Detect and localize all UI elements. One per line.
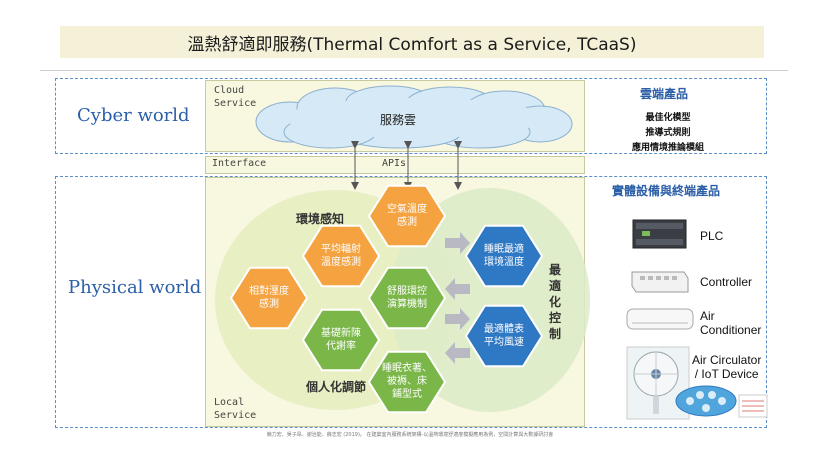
air-circulator-label-line2: / IoT Device [694, 367, 759, 381]
cloud-product-item: 推導式規則 [645, 128, 691, 138]
hexagon-node [367, 350, 447, 414]
hexagon-node [367, 184, 447, 248]
cloud-service-label: Cloud Service [214, 84, 256, 110]
optimal-control-label: 最適化控制 [549, 263, 562, 341]
cloud-product-item: 最佳化模型 [645, 113, 691, 123]
controller-icon [631, 271, 689, 293]
cloud-service-label-line2: Service [214, 98, 257, 109]
local-service-label-line2: Service [214, 410, 257, 421]
env-sensing-label: 環境感知 [296, 212, 345, 226]
cloud-service-label-line1: Cloud [214, 85, 245, 96]
cloud-product-item: 應用情境推論模組 [631, 143, 704, 153]
hexagon-label-line1: 舒服環控 [387, 286, 427, 297]
hexagon-label-line3: 鋪型式 [392, 389, 422, 400]
interface-label: Interface [212, 158, 267, 169]
air-circulator-label: Air Circulator / IoT Device [692, 353, 761, 381]
hexagon-label: 最適體表平均風速 [468, 323, 540, 349]
hexagon-node [464, 224, 544, 288]
flow-arrow [445, 278, 470, 300]
apis-label: APIs [382, 158, 407, 169]
air-conditioner-label-line1: Air [700, 309, 715, 323]
personalized-label: 個人化調節 [306, 380, 367, 394]
hexagon-node [464, 304, 544, 368]
hexagon-label-line1: 空氣溫度 [387, 204, 427, 215]
divider [40, 70, 788, 71]
hexagon-label: 舒服環控演算機制 [371, 285, 443, 311]
hexagon-label-line1: 最適體表 [484, 324, 524, 335]
hexagon-label-line1: 睡眠最適 [484, 244, 524, 255]
control-ellipse [390, 188, 590, 412]
hexagon-label: 相對溼度感測 [233, 285, 305, 311]
hexagon-node [301, 224, 381, 288]
hexagon-label-line1: 相對溼度 [249, 286, 289, 297]
local-service-label-line1: Local [214, 397, 245, 408]
page-title: 溫熱舒適即服務(Thermal Comfort as a Service, TC… [60, 26, 764, 58]
plc-label: PLC [700, 229, 724, 243]
air-conditioner-icon [626, 308, 694, 330]
hexagon-node [367, 266, 447, 330]
hexagon-label-line1: 平均輻射 [321, 244, 361, 255]
service-cloud-shape [255, 85, 573, 149]
controller-label: Controller [700, 275, 753, 289]
physical-world-label: Physical world [68, 277, 202, 298]
iot-device-icon [675, 385, 737, 417]
flow-arrow [445, 232, 470, 254]
hexagon-node [301, 308, 381, 372]
air-conditioner-label: Air Conditioner [700, 309, 761, 337]
hexagon-label-line2: 被褥、床 [387, 376, 427, 387]
cloud-products-title: 雲端產品 [640, 87, 689, 101]
hexagon-label: 睡眠最適環境溫度 [468, 243, 540, 269]
devices-title: 實體設備與終端產品 [612, 184, 721, 198]
hexagon-label-line2: 代謝率 [326, 341, 356, 352]
cyber-world-label: Cyber world [77, 105, 190, 126]
air-circulator-label-line1: Air Circulator [692, 353, 762, 367]
hexagon-label-line2: 感測 [397, 217, 417, 228]
interface-bar [205, 156, 585, 174]
hexagon-label: 空氣溫度感測 [371, 203, 443, 229]
hexagon-label-line1: 基礎新陳 [321, 328, 361, 339]
air-conditioner-label-line2: Conditioner [700, 323, 762, 337]
hexagon-label-line2: 感測 [259, 299, 279, 310]
hexagon-label: 基礎新陳代謝率 [305, 327, 377, 353]
flow-arrow [445, 308, 470, 330]
hexagon-label: 睡眠衣著、被褥、床鋪型式 [371, 362, 443, 401]
hexagon-label-line1: 睡眠衣著、 [382, 363, 432, 374]
hexagon-label-line2: 演算機制 [387, 299, 427, 310]
plc-icon [632, 219, 687, 249]
hexagon-label: 平均輻射溫度感測 [305, 243, 377, 269]
hexagon-node [229, 266, 309, 330]
hexagon-label-line2: 環境溫度 [484, 257, 524, 268]
local-service-label: Local Service [214, 396, 256, 422]
hexagon-label-line2: 平均風速 [484, 337, 524, 348]
citation-footer: 簡力宏、吳子昂、謝治能、薛志宏 (2019)。 在建築室內服務系統架構-以溫熱環… [266, 432, 554, 438]
hexagon-label-line2: 溫度感測 [321, 257, 361, 268]
cloud-text: 服務雲 [380, 113, 417, 127]
iot-card-icon [738, 394, 768, 418]
flow-arrow [445, 342, 470, 364]
